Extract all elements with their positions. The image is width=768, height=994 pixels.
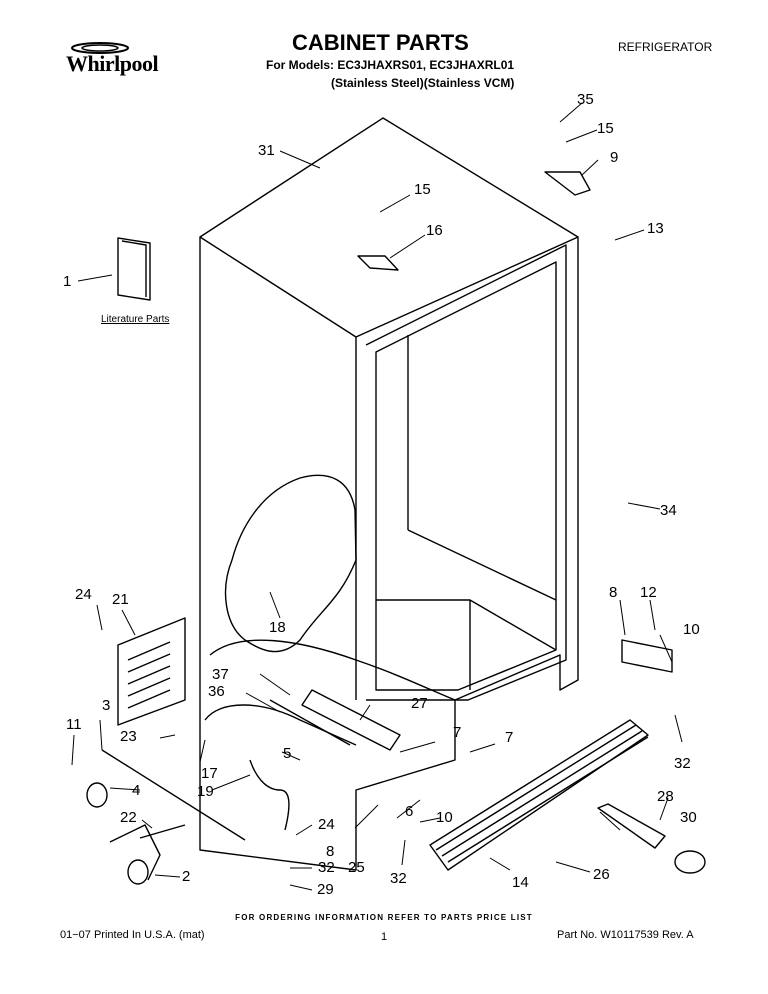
- callout-30: 30: [680, 809, 697, 826]
- rear-roller: [86, 782, 108, 808]
- literature-parts-label: Literature Parts: [101, 314, 169, 325]
- callout-35: 35: [577, 91, 594, 108]
- callout-16: 16: [426, 222, 443, 239]
- callout-24a: 24: [75, 586, 92, 603]
- cabinet-top-front-edge: [199, 236, 579, 338]
- breakaway-cutout: [224, 474, 357, 653]
- print-info: 01−07 Printed In U.S.A. (mat): [60, 929, 205, 941]
- ordering-note: FOR ORDERING INFORMATION REFER TO PARTS …: [235, 913, 533, 922]
- cabinet-shell: [199, 117, 579, 871]
- callout-13: 13: [647, 220, 664, 237]
- callout-7b: 7: [505, 729, 513, 746]
- callout-8b: 8: [326, 843, 334, 860]
- bottom-hinge: [621, 639, 673, 673]
- leveling-rod: [101, 749, 246, 841]
- filter-cartridge: [597, 803, 666, 849]
- callout-23: 23: [120, 728, 137, 745]
- tube-assembly: [301, 689, 401, 751]
- callout-19: 19: [197, 783, 214, 800]
- callout-7a: 7: [453, 724, 461, 741]
- callout-17: 17: [201, 765, 218, 782]
- callout-labels: 1 2 3 4 5 6 7 7 8 8 9 10 10 11 12 13 14 …: [63, 91, 700, 898]
- callout-26: 26: [593, 866, 610, 883]
- callout-32b: 32: [318, 859, 335, 876]
- callout-10a: 10: [683, 621, 700, 638]
- callout-32c: 32: [390, 870, 407, 887]
- callout-5: 5: [283, 745, 291, 762]
- callout-10b: 10: [436, 809, 453, 826]
- callout-24b: 24: [318, 816, 335, 833]
- page-title: CABINET PARTS: [292, 30, 469, 55]
- water-line: [249, 759, 290, 831]
- callout-18: 18: [269, 619, 286, 636]
- literature-booklet: [117, 237, 151, 301]
- center-bracket: [357, 255, 399, 271]
- callout-37: 37: [212, 666, 229, 683]
- top-hinge: [544, 171, 591, 196]
- rear-vent-panel: [117, 617, 186, 726]
- callout-9: 9: [610, 149, 618, 166]
- callout-11: 11: [66, 716, 82, 733]
- model-list: For Models: EC3JHAXRS01, EC3JHAXRL01: [266, 58, 515, 72]
- front-grille: [429, 719, 649, 871]
- callout-22: 22: [120, 809, 137, 826]
- callout-27: 27: [411, 695, 428, 712]
- callout-12: 12: [640, 584, 657, 601]
- callout-8a: 8: [609, 584, 617, 601]
- front-roller: [127, 859, 149, 885]
- brand-wordmark: Whirlpool: [66, 51, 159, 76]
- callout-31: 31: [258, 142, 275, 159]
- callout-21: 21: [112, 591, 129, 608]
- product-category: REFRIGERATOR: [618, 40, 713, 54]
- cabinet-liner: [365, 244, 567, 701]
- page-number: 1: [381, 931, 388, 943]
- callout-1: 1: [63, 273, 71, 290]
- part-number: Part No. W10117539 Rev. A: [557, 929, 694, 941]
- callout-34: 34: [660, 502, 677, 519]
- callout-6: 6: [405, 803, 413, 820]
- callout-15a: 15: [597, 120, 614, 137]
- callout-2: 2: [182, 868, 190, 885]
- callout-4: 4: [132, 782, 140, 799]
- callout-29: 29: [317, 881, 334, 898]
- callout-25: 25: [348, 859, 365, 876]
- callout-3: 3: [102, 697, 110, 714]
- whirlpool-logo: [71, 42, 129, 54]
- filter-cap: [674, 850, 706, 874]
- callout-14: 14: [512, 874, 529, 891]
- callout-32a: 32: [674, 755, 691, 772]
- callout-36: 36: [208, 683, 225, 700]
- callout-15b: 15: [414, 181, 431, 198]
- finish-list: (Stainless Steel)(Stainless VCM): [331, 76, 515, 90]
- callout-28: 28: [657, 788, 674, 805]
